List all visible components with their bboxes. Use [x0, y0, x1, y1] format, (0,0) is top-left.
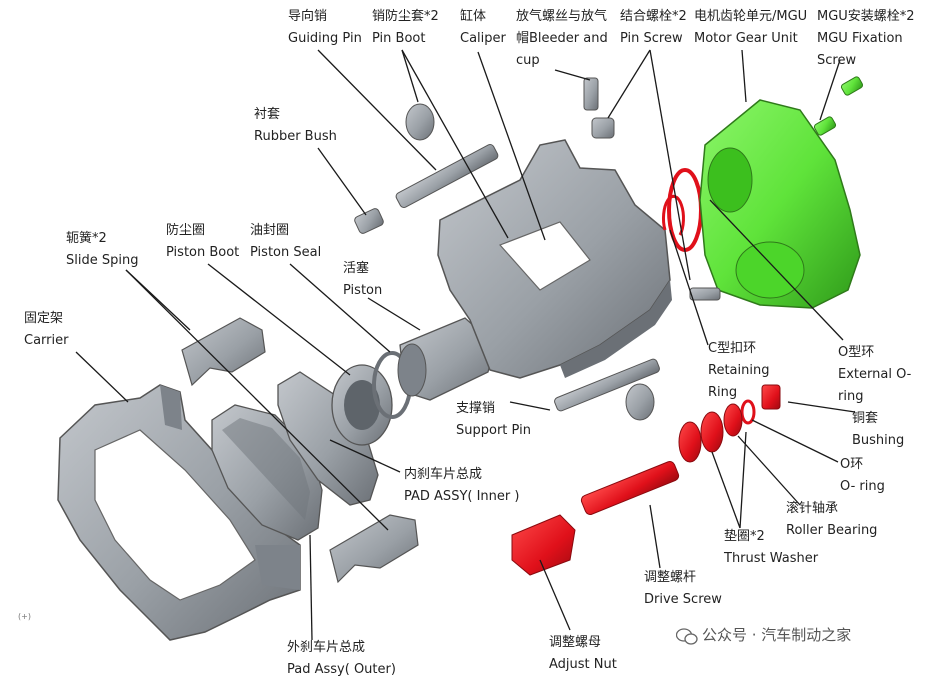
- label-en: Rubber Bush: [254, 129, 337, 144]
- label-zh: 防尘圈: [166, 223, 206, 238]
- label-thrust-washer: 垫圈*2 Thrust Washer: [724, 526, 818, 570]
- label-zh: 导向销: [288, 9, 328, 24]
- red-internal-parts: [511, 384, 781, 576]
- label-caliper: 缸体 Caliper: [460, 6, 506, 50]
- label-en: MGU Fixation: [817, 31, 903, 46]
- label-zh: 缸体: [460, 9, 487, 24]
- label-zh: 调整螺杆: [644, 570, 697, 585]
- label-en: Support Pin: [456, 423, 531, 438]
- pin-screw-part: [591, 117, 615, 139]
- label-en: Adjust Nut: [549, 657, 617, 672]
- label-en: Caliper: [460, 31, 506, 46]
- label-en: Guiding Pin: [288, 31, 362, 46]
- label-zh: 销防尘套*2: [372, 9, 439, 24]
- label-en: 帽Bleeder and: [516, 31, 608, 46]
- retaining-ring-part: [661, 194, 685, 236]
- label-carrier: 固定架 Carrier: [24, 308, 68, 352]
- slide-spring-part: [181, 317, 419, 584]
- label-mgu: 电机齿轮单元/MGU Motor Gear Unit: [694, 6, 807, 50]
- label-en: PAD ASSY( Inner ): [404, 489, 520, 504]
- label-mgu-screw: MGU安装螺栓*2 MGU Fixation Screw: [817, 6, 915, 72]
- label-zh: 轭簧*2: [66, 231, 107, 246]
- label-adjust-nut: 调整螺母 Adjust Nut: [549, 632, 617, 676]
- label-rubber-bush: 衬套 Rubber Bush: [254, 104, 337, 148]
- label-drive-screw: 调整螺杆 Drive Screw: [644, 567, 722, 611]
- label-zh: C型扣环: [708, 341, 757, 356]
- watermark-text: 公众号 · 汽车制动之家: [702, 626, 852, 644]
- label-piston-seal: 油封圈 Piston Seal: [250, 220, 321, 264]
- external-oring-part: [667, 168, 703, 252]
- label-pad-outer: 外刹车片总成 Pad Assy( Outer): [287, 637, 396, 681]
- label-support-pin: 支撑销 Support Pin: [456, 398, 531, 442]
- label-en: O- ring: [840, 479, 885, 494]
- label-oring: O环 O- ring: [840, 454, 885, 498]
- label-pad-inner: 内刹车片总成 PAD ASSY( Inner ): [404, 464, 519, 508]
- label-zh: 电机齿轮单元/MGU: [694, 9, 808, 24]
- label-zh: 垫圈*2: [724, 529, 765, 544]
- label-zh: 油封圈: [250, 223, 290, 238]
- carrier-part: [57, 384, 301, 641]
- label-external-oring: O型环 External O- ring: [838, 342, 911, 408]
- label-zh: O环: [840, 457, 864, 472]
- label-pin-screw: 结合螺栓*2 Pin Screw: [620, 6, 687, 50]
- guiding-pin-part: [395, 144, 499, 208]
- pin-boot-part: [405, 103, 435, 141]
- label-en-2: cup: [516, 53, 540, 68]
- label-en: Piston Seal: [250, 245, 322, 260]
- bleeder-part: [583, 77, 599, 111]
- label-zh: 衬套: [254, 107, 281, 122]
- label-zh: O型环: [838, 345, 875, 360]
- label-en: Drive Screw: [644, 592, 722, 607]
- label-en: Roller Bearing: [786, 523, 878, 538]
- label-en: Slide Sping: [66, 253, 139, 268]
- label-zh: 活塞: [343, 261, 370, 276]
- label-piston-boot: 防尘圈 Piston Boot: [166, 220, 239, 264]
- label-en: Carrier: [24, 333, 69, 348]
- label-zh: 调整螺母: [549, 635, 602, 650]
- label-en: Retaining: [708, 363, 770, 378]
- label-bleeder: 放气螺丝与放气 帽Bleeder and cup: [516, 6, 608, 72]
- label-en: External O-: [838, 367, 912, 382]
- label-zh: 铜套: [852, 411, 879, 426]
- corner-mark: (+): [18, 612, 31, 621]
- label-en: Piston Boot: [166, 245, 240, 260]
- label-zh: 结合螺栓*2: [620, 9, 687, 24]
- caliper-part: [437, 139, 672, 379]
- label-bushing: 铜套 Bushing: [852, 408, 904, 452]
- wechat-icon: [676, 628, 698, 645]
- label-en: Thrust Washer: [724, 551, 819, 566]
- label-slide-spring: 轭簧*2 Slide Sping: [66, 228, 138, 272]
- label-zh: 固定架: [24, 311, 64, 326]
- label-zh: 外刹车片总成: [287, 640, 366, 655]
- mgu-screw-part: [840, 76, 864, 96]
- label-en: Pin Boot: [372, 31, 426, 46]
- label-retaining-ring: C型扣环 Retaining Ring: [708, 338, 769, 404]
- label-en-2: Screw: [817, 53, 857, 68]
- label-pin-boot: 销防尘套*2 Pin Boot: [372, 6, 439, 50]
- label-zh: 滚针轴承: [786, 501, 839, 516]
- label-zh: 内刹车片总成: [404, 467, 483, 482]
- label-zh: 支撑销: [456, 401, 496, 416]
- piston-group-part: [331, 317, 496, 446]
- leader-lines: [75, 49, 856, 641]
- label-guiding-pin: 导向销 Guiding Pin: [288, 6, 362, 50]
- label-en: Piston: [343, 283, 383, 298]
- support-pin-part: [554, 358, 660, 412]
- label-en: Pad Assy( Outer): [287, 662, 396, 677]
- label-en: Pin Screw: [620, 31, 683, 46]
- label-en: Motor Gear Unit: [694, 31, 798, 46]
- label-en: Bushing: [852, 433, 905, 448]
- pin-boot-lower-part: [625, 383, 655, 421]
- label-zh: 放气螺丝与放气: [516, 9, 608, 24]
- label-en-2: ring: [838, 389, 864, 404]
- label-en-2: Ring: [708, 385, 738, 400]
- mgu-part: [689, 99, 861, 309]
- label-zh: MGU安装螺栓*2: [817, 9, 915, 24]
- rubber-bush-part: [354, 208, 384, 234]
- mgu-screw-part-2: [813, 116, 837, 136]
- label-piston: 活塞 Piston: [343, 258, 382, 302]
- label-roller-bearing: 滚针轴承 Roller Bearing: [786, 498, 877, 542]
